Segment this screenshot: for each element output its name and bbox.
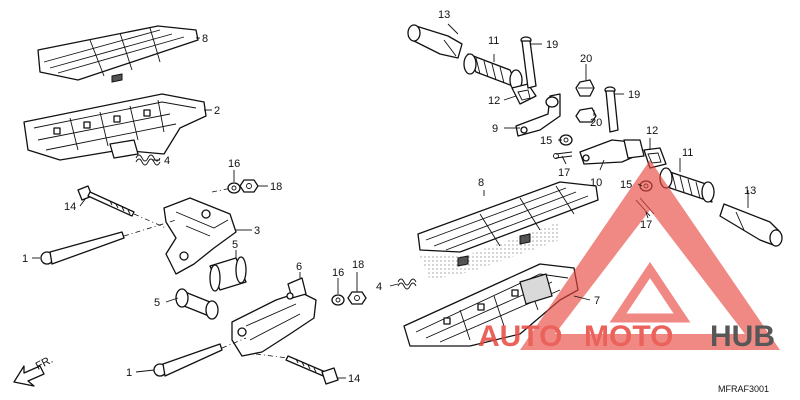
callout-4-right: 4 <box>376 281 382 293</box>
pin-left-bottom <box>153 343 223 377</box>
callout-18-left: 18 <box>270 181 282 193</box>
callout-5-top: 5 <box>232 239 238 251</box>
nut-20-mid <box>575 107 597 123</box>
footpeg-bracket-upper <box>515 93 561 137</box>
callout-13-right: 13 <box>744 185 756 197</box>
nut-left-bottom <box>347 291 367 305</box>
callout-5-bottom: 5 <box>154 297 160 309</box>
callout-9: 9 <box>492 123 498 135</box>
floorboard-rubber-left <box>37 25 199 83</box>
callout-8-left: 8 <box>202 33 208 45</box>
watermark-word-3: HUB <box>710 320 775 353</box>
shaded-area <box>420 222 560 280</box>
bolt-19-top <box>520 36 537 89</box>
bolt-left-top <box>77 185 135 217</box>
centerline-left-2 <box>221 337 247 349</box>
callout-11-top: 11 <box>488 35 499 47</box>
callout-17-right: 17 <box>640 219 652 231</box>
callout-1-bottom: 1 <box>126 367 132 379</box>
pin-left-top <box>40 231 125 265</box>
watermark-word-1: AUTO <box>478 320 562 353</box>
callout-19-top: 19 <box>546 39 558 51</box>
callout-10: 10 <box>590 177 602 189</box>
callout-16-bottom: 16 <box>332 267 344 279</box>
watermark-triangle <box>520 160 780 350</box>
footpeg-bracket-lower <box>579 139 645 165</box>
callout-12-right: 12 <box>646 125 658 137</box>
callout-11-right: 11 <box>682 147 693 159</box>
stay-left <box>231 277 317 357</box>
callout-14-left: 14 <box>64 201 76 213</box>
floorboard-right <box>403 263 579 347</box>
callout-19-mid: 19 <box>628 89 640 101</box>
cotter-pin-17-top <box>553 151 573 159</box>
callout-20-mid: 20 <box>590 117 602 129</box>
grip-cap-right-top <box>407 24 463 59</box>
centerline-left-5 <box>211 187 233 193</box>
washer-left-top <box>227 182 241 194</box>
bracket-left <box>163 197 237 275</box>
spring-right <box>397 278 417 290</box>
leader-lines <box>32 23 749 379</box>
callout-2: 2 <box>214 105 220 117</box>
watermark-word-2: MOTO <box>584 320 673 353</box>
centerline-left-3 <box>133 213 167 229</box>
callout-20-top: 20 <box>580 53 592 65</box>
diagram-code: MFRAF3001 <box>718 384 769 394</box>
callout-12-top: 12 <box>488 95 500 107</box>
callout-13-top: 13 <box>438 9 450 21</box>
callout-8-right: 8 <box>478 177 484 189</box>
callout-14-bottom: 14 <box>348 373 360 385</box>
callout-4-left: 4 <box>164 155 170 167</box>
fr-label: FR. <box>34 354 55 373</box>
nut-20-top <box>575 79 595 97</box>
grip-rubber-right-top <box>463 53 523 91</box>
callout-18-bottom: 18 <box>352 259 364 271</box>
grip-cap-right-lower <box>719 203 783 247</box>
washer-left-bottom <box>331 294 345 306</box>
floorboard-left <box>23 93 207 161</box>
callout-16-left: 16 <box>228 158 240 170</box>
callout-1-left: 1 <box>22 253 28 265</box>
collar-left-top <box>209 256 247 292</box>
front-direction-arrow <box>13 365 45 387</box>
bolt-left-bottom <box>285 355 339 385</box>
callout-17-top: 17 <box>558 167 570 179</box>
callout-3: 3 <box>254 225 260 237</box>
watermark: AUTO MOTO HUB <box>478 160 780 353</box>
centerline-left-4 <box>255 353 289 359</box>
bolt-19-mid <box>604 86 619 133</box>
callout-numbers: 8 2 4 16 18 14 3 1 5 5 6 16 18 1 14 FR. … <box>22 9 769 394</box>
grip-rubber-right-lower <box>659 167 715 203</box>
collar-left-bottom <box>175 288 219 320</box>
callout-15-right: 15 <box>620 179 632 191</box>
callout-6: 6 <box>296 261 302 273</box>
nut-left-top <box>239 179 259 193</box>
callout-7: 7 <box>594 295 600 307</box>
end-cap-right-top <box>511 83 537 105</box>
callout-15-top: 15 <box>540 135 552 147</box>
centerline-left-1 <box>123 219 177 237</box>
